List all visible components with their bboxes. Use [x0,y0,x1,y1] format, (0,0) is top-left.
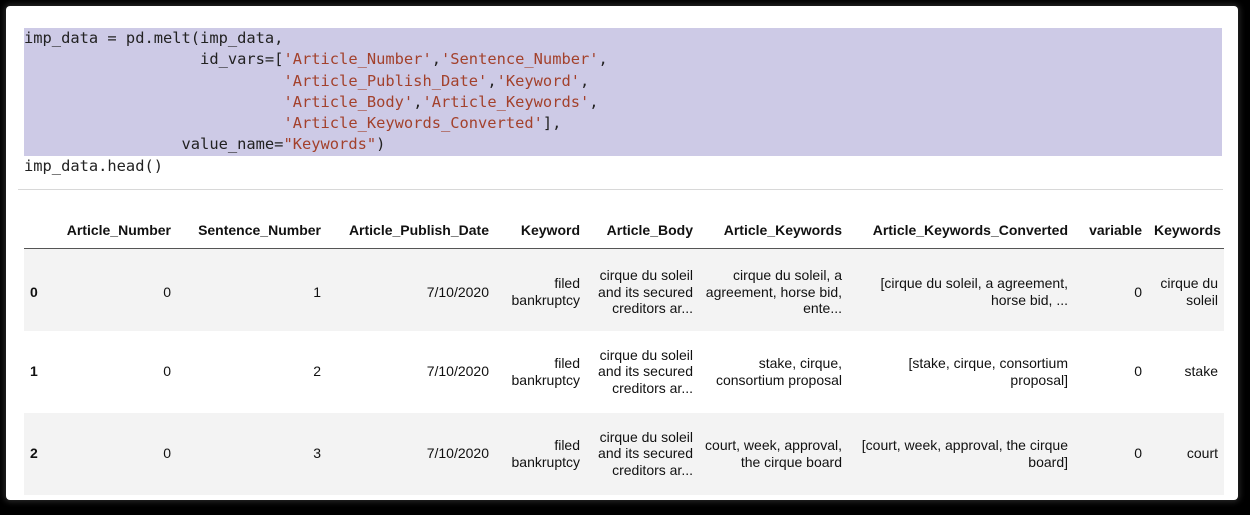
cell-publish-date: 7/10/2020 [426,363,489,380]
cell-article-number: 0 [163,363,171,380]
cell-article-body: cirque du soleil and its secured credito… [598,346,693,396]
cell-article-body: cirque du soleil and its secured credito… [598,267,693,316]
cell-keywords: cirque du soleil [1160,275,1218,308]
cell-variable: 0 [1134,363,1142,380]
cell-variable: 0 [1134,445,1142,462]
cell-article-number: 0 [163,283,171,300]
cell-keyword: filed bankruptcy [511,355,580,388]
code-line-6: value_name="Keywords") [24,134,1222,156]
row-index: 0 [30,283,38,300]
column-header-keyword: Keyword [495,211,586,249]
dataframe-table: Article_Number Sentence_Number Article_P… [24,211,1224,495]
column-header-article-keywords-converted: Article_Keywords_Converted [848,211,1074,249]
column-header-article-publish-date: Article_Publish_Date [327,211,495,249]
column-header-article-number: Article_Number [52,211,177,249]
cell-sentence-number: 3 [313,445,321,462]
cell-keywords-converted: [cirque du soleil, a agreement, horse bi… [880,275,1068,308]
column-header-article-keywords: Article_Keywords [699,211,848,249]
cell-article-keywords: cirque du soleil, a agreement, horse bid… [705,267,842,316]
cell-sentence-number: 2 [313,363,321,380]
cell-keywords-converted: [stake, cirque, consortium proposal] [908,355,1068,388]
notebook-frame: imp_data = pd.melt(imp_data, id_vars=['A… [6,6,1238,500]
table-row: 1 0 2 7/10/2020 filed bankruptcy cirque … [24,330,1224,413]
cell-publish-date: 7/10/2020 [426,445,489,462]
code-line-7: imp_data.head() [24,156,163,175]
code-cell[interactable]: imp_data = pd.melt(imp_data, id_vars=['A… [18,22,1223,190]
cell-article-keywords: stake, cirque, consortium proposal [715,355,842,388]
cell-keyword: filed bankruptcy [511,275,580,308]
cell-sentence-number: 1 [313,283,321,300]
cell-keyword: filed bankruptcy [511,437,580,470]
cell-article-number: 0 [163,445,171,462]
column-header-variable: variable [1074,211,1148,249]
code-line-2: id_vars=['Article_Number','Sentence_Numb… [24,49,1222,71]
column-header-sentence-number: Sentence_Number [177,211,327,249]
cell-publish-date: 7/10/2020 [426,283,489,300]
row-index: 1 [30,363,38,380]
column-header-keywords: Keywords [1148,211,1224,249]
row-index: 2 [30,445,38,462]
code-line-3: 'Article_Publish_Date','Keyword', [24,70,1222,92]
cell-article-body: cirque du soleil and its secured credito… [598,428,693,478]
header-row: Article_Number Sentence_Number Article_P… [24,211,1224,249]
output-dataframe: Article_Number Sentence_Number Article_P… [24,211,1224,495]
cell-keywords-converted: [court, week, approval, the cirque board… [861,437,1068,470]
cell-variable: 0 [1134,283,1142,300]
table-row: 0 0 1 7/10/2020 filed bankruptcy cirque … [24,248,1224,331]
column-header-article-body: Article_Body [586,211,699,249]
code-line-4: 'Article_Body','Article_Keywords', [24,91,1222,114]
column-header-index [24,211,52,249]
code-line-5: 'Article_Keywords_Converted'], [24,113,1222,135]
code-block[interactable]: imp_data = pd.melt(imp_data, id_vars=['A… [24,28,1222,177]
cell-article-keywords: court, week, approval, the cirque board [705,437,842,470]
code-line-1: imp_data = pd.melt(imp_data, [24,28,1222,50]
cell-keywords: stake [1184,363,1218,380]
cell-keywords: court [1186,445,1218,462]
table-row: 2 0 3 7/10/2020 filed bankruptcy cirque … [24,412,1224,495]
